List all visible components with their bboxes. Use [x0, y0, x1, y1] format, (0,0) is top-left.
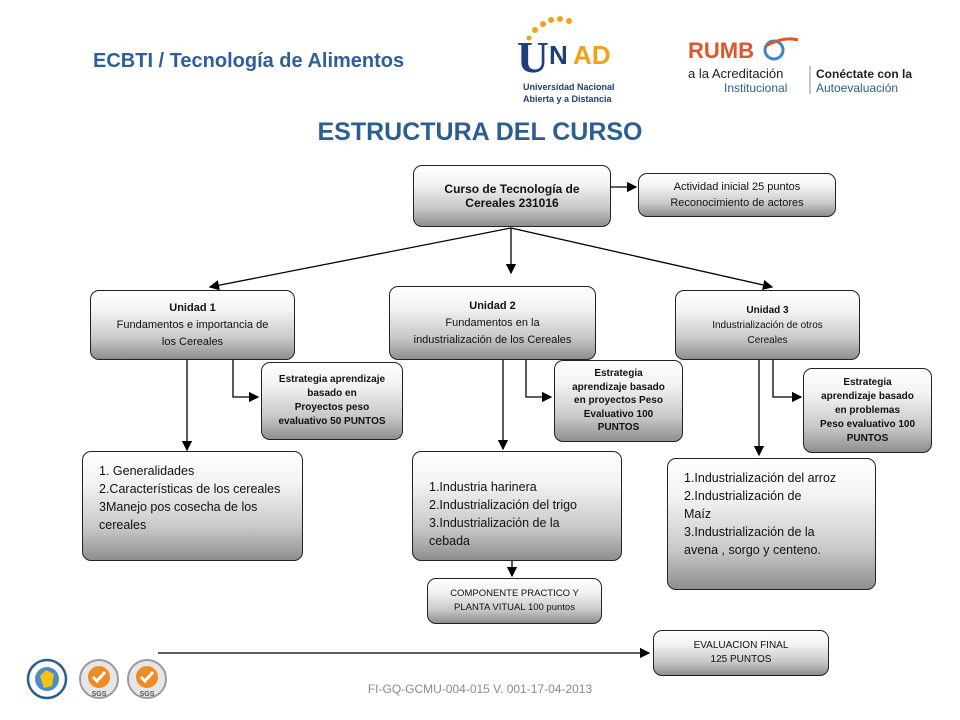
unit3-line2: Cereales	[747, 334, 788, 346]
topics1-item: 2.Características de los cereales	[99, 482, 281, 496]
unit3-line1: Industrialización de otros	[712, 319, 823, 331]
unit1-title: Unidad 1	[169, 301, 216, 314]
topics1-box: 1. Generalidades 2.Características de lo…	[82, 451, 303, 561]
strategy2-box: Estrategia aprendizaje basado en proyect…	[554, 360, 683, 442]
unad-logo: U N AD Universidad Nacional Abierta y a …	[517, 16, 615, 104]
sgs-label: SGS	[92, 691, 107, 698]
initial-activity-box: Actividad inicial 25 puntos Reconocimien…	[638, 173, 836, 217]
strategy1-line1: Estrategia aprendizaje	[278, 374, 386, 385]
unit2-line2: industrialización de los Cereales	[413, 333, 572, 346]
topics2-item: 1.Industria harinera	[429, 480, 537, 494]
strategy3-box: Estrategia aprendizaje basado en problem…	[803, 368, 932, 453]
strategy1-line2: basado en	[307, 388, 357, 399]
topics2-item: 3.Industrialización de la	[429, 516, 560, 530]
unit2-title: Unidad 2	[469, 299, 516, 312]
course-line1: Curso de Tecnología de	[444, 182, 580, 196]
rumbo-logo: RUMB a la Acreditación Institucional Con…	[688, 37, 912, 95]
unit3-title: Unidad 3	[746, 304, 789, 316]
initial-activity-line1: Actividad inicial 25 puntos	[673, 181, 801, 193]
practical-box: COMPONENTE PRACTICO Y PLANTA VITUAL 100 …	[427, 578, 602, 624]
strategy2-line5: PUNTOS	[597, 422, 640, 434]
topics3-item: Maíz	[684, 507, 712, 521]
footer-code: FI-GQ-GCMU-004-015 V. 001-17-04-2013	[367, 682, 593, 696]
svg-text:N: N	[549, 40, 568, 70]
rumbo-line4: Autoevaluación	[816, 81, 898, 95]
topics1-item: cereales	[99, 518, 147, 532]
unit1-line2: los Cereales	[161, 335, 224, 348]
course-line2: Cereales 231016	[465, 196, 559, 210]
rumbo-line3: Conéctate con la	[816, 67, 912, 81]
rumbo-line2: Institucional	[724, 81, 787, 95]
svg-text:AD: AD	[573, 40, 611, 70]
strategy2-line4: Evaluativo 100	[583, 408, 654, 420]
unit2-line1: Fundamentos en la	[445, 316, 540, 329]
strategy3-line5: PUNTOS	[846, 432, 889, 444]
topics2-box: 1.Industria harinera 2.Industrialización…	[412, 451, 622, 561]
sgs-certification-icon: SGS	[79, 659, 119, 699]
initial-activity-line2: Reconocimiento de actores	[670, 197, 804, 209]
course-box: Curso de Tecnología de Cereales 231016	[413, 165, 611, 227]
unit1-box: Unidad 1 Fundamentos e importancia de lo…	[90, 290, 295, 360]
unad-line1: Universidad Nacional	[523, 82, 615, 92]
final-eval-box: EVALUACION FINAL 125 PUNTOS	[653, 630, 829, 676]
svg-text:U: U	[517, 33, 549, 82]
practical-line2: PLANTA VITUAL 100 puntos	[454, 602, 575, 613]
practical-line1: COMPONENTE PRACTICO Y	[450, 588, 579, 599]
final-eval-line2: 125 PUNTOS	[710, 654, 772, 665]
strategy1-line3: Proyectos peso	[294, 402, 370, 413]
unit2-box: Unidad 2 Fundamentos en la industrializa…	[389, 286, 596, 360]
topics2-item: 2.Industrialización del trigo	[429, 498, 577, 512]
topics1-item: 3Manejo pos cosecha de los	[99, 500, 258, 514]
svg-text:RUMB: RUMB	[688, 38, 754, 63]
strategy3-line2: aprendizaje basado	[821, 390, 914, 402]
sgs-certification-icon: SGS	[127, 659, 167, 699]
strategy1-box: Estrategia aprendizaje basado en Proyect…	[261, 362, 403, 440]
final-eval-line1: EVALUACION FINAL	[693, 640, 789, 651]
unit3-box: Unidad 3 Industrialización de otros Cere…	[675, 290, 860, 360]
strategy3-line1: Estrategia	[843, 376, 892, 388]
topics3-item: 1.Industrialización del arroz	[684, 471, 837, 485]
rumbo-line1: a la Acreditación	[688, 66, 783, 81]
sgs-label: SGS	[140, 691, 155, 698]
header-title: ECBTI / Tecnología de Alimentos	[93, 50, 405, 72]
topics3-item: 2.Industrialización de	[684, 489, 802, 503]
strategy2-line2: aprendizaje basado	[572, 381, 665, 393]
topics2-item: cebada	[429, 534, 471, 548]
topics3-item: 3.Industrialización de la	[684, 525, 815, 539]
unit1-line1: Fundamentos e importancia de	[116, 318, 269, 331]
strategy1-line4: evaluativo 50 PUNTOS	[278, 416, 386, 427]
strategy3-line4: Peso evaluativo 100	[819, 418, 916, 430]
strategy2-line3: en proyectos Peso	[574, 395, 663, 407]
unad-line2: Abierta y a Distancia	[523, 94, 613, 104]
topics1-item: 1. Generalidades	[99, 464, 195, 478]
strategy3-line3: en problemas	[834, 404, 901, 416]
strategy2-line1: Estrategia	[594, 368, 643, 380]
main-title: ESTRUCTURA DEL CURSO	[317, 118, 643, 146]
colombia-seal-icon	[26, 658, 68, 700]
topics3-box: 1.Industrialización del arroz 2.Industri…	[667, 458, 876, 590]
topics3-item: avena , sorgo y centeno.	[684, 543, 821, 557]
